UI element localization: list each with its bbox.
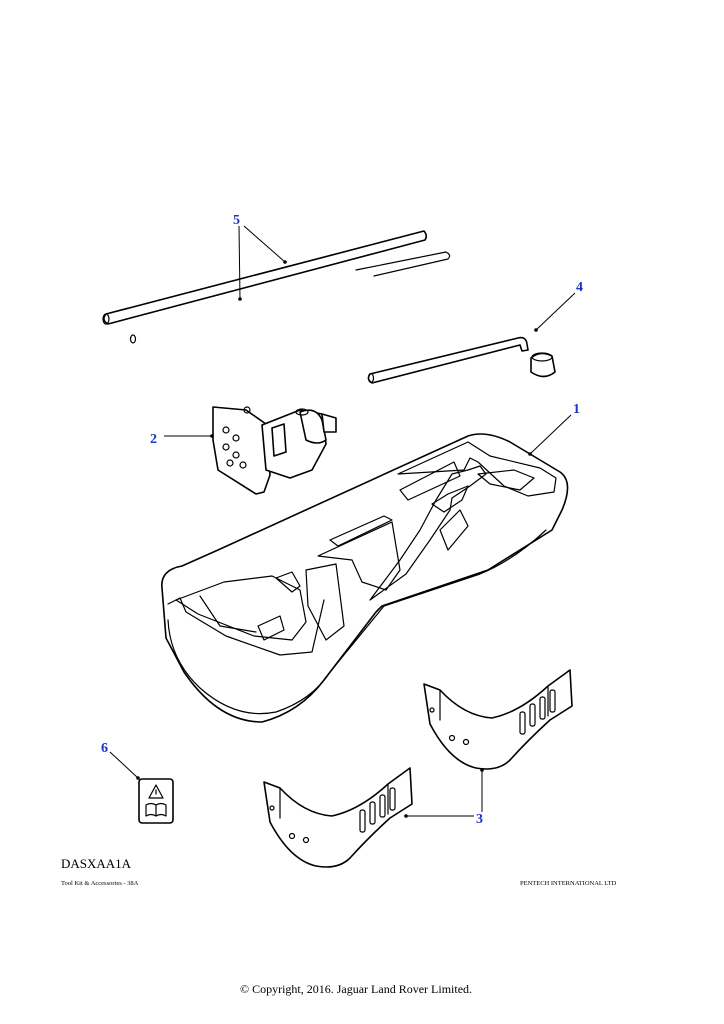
drawing-code: DASXAA1A	[61, 856, 132, 871]
callout-2[interactable]: 2	[150, 432, 157, 447]
part-5-rods	[102, 230, 451, 344]
part-4-handle-rod	[367, 336, 556, 384]
callout-5[interactable]: 5	[233, 213, 240, 228]
section-caption: Tool Kit & Accessories - 38A	[61, 880, 139, 887]
callout-4[interactable]: 4	[576, 280, 583, 295]
callout-1[interactable]: 1	[573, 402, 580, 417]
publisher-caption: PENTECH INTERNATIONAL LTD	[520, 880, 617, 887]
copyright-notice: © Copyright, 2016. Jaguar Land Rover Lim…	[239, 982, 473, 996]
part-2-jack	[212, 406, 337, 495]
part-3-brackets	[263, 669, 573, 868]
part-6-warning-label	[138, 778, 174, 824]
leader-lines	[109, 225, 576, 818]
callout-6[interactable]: 6	[101, 741, 108, 756]
part-1-foam-tray	[161, 433, 569, 723]
callout-3[interactable]: 3	[476, 812, 483, 827]
